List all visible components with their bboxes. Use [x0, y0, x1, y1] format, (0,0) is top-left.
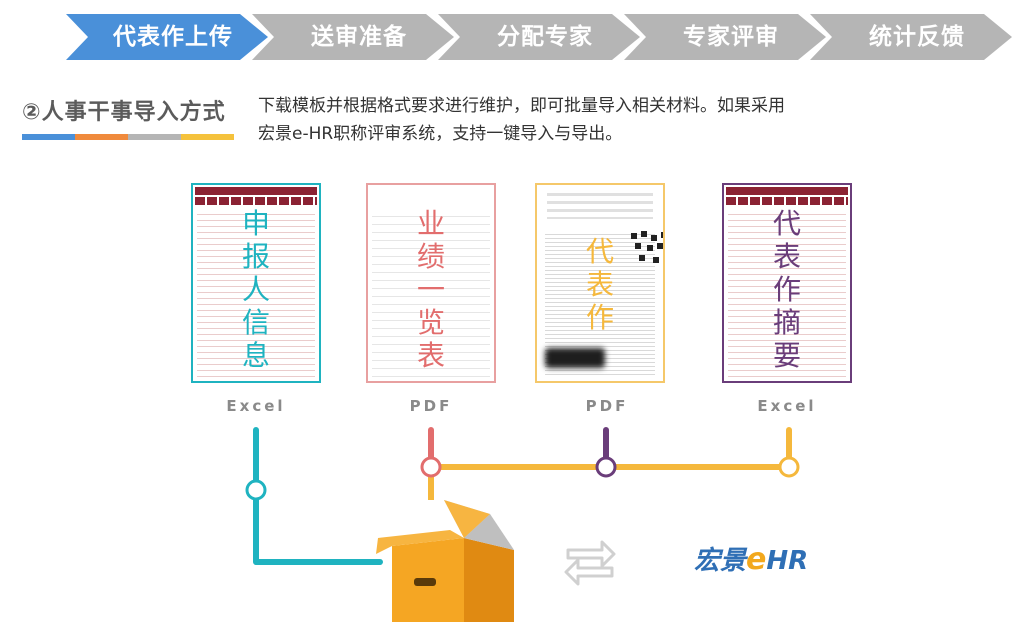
description-line-2: 宏景e-HR职称评审系统，支持一键导入与导出。 [258, 124, 623, 144]
section-description: 下载模板并根据格式要求进行维护，即可批量导入相关材料。如果采用 宏景e-HR职称… [258, 92, 898, 148]
step-1-label[interactable]: 代表作上传 [113, 24, 233, 50]
format-label-pdf-2: PDF [585, 397, 629, 415]
doc-representative-work-title: 代 表 作 [585, 235, 614, 334]
teal-connector [253, 427, 383, 565]
format-label-pdf-1: PDF [409, 397, 453, 415]
open-box-icon[interactable] [372, 494, 522, 622]
step-arrows [66, 14, 1012, 60]
format-label-excel-2: Excel [757, 397, 817, 415]
process-steps: 代表作上传 送审准备 分配专家 专家评审 统计反馈 [0, 0, 1016, 70]
transfer-arrows-icon [564, 540, 616, 586]
doc-performance-list[interactable]: 业 绩 一 览 表 [366, 183, 496, 383]
doc-work-abstract-title: 代 表 作 摘 要 [772, 207, 801, 372]
step-3-shape[interactable] [438, 14, 640, 60]
step-5-label[interactable]: 统计反馈 [869, 24, 965, 50]
doc-representative-work[interactable]: 代 表 作 [535, 183, 665, 383]
step-4-shape[interactable] [624, 14, 826, 60]
redacted-block [545, 348, 605, 368]
logo-e: e [746, 542, 767, 577]
logo-prefix: 宏景 [694, 546, 747, 576]
doc-applicant-info[interactable]: 申 报 人 信 息 [191, 183, 321, 383]
node-teal [245, 479, 267, 501]
step-5-shape[interactable] [810, 14, 1012, 60]
logo-suffix: HR [766, 546, 809, 576]
step-1-shape[interactable] [66, 14, 268, 60]
step-4-label[interactable]: 专家评审 [683, 24, 779, 50]
format-label-excel-1: Excel [226, 397, 286, 415]
section-title: ②人事干事导入方式 [22, 100, 226, 125]
node-coral [420, 456, 442, 478]
doc-applicant-info-title: 申 报 人 信 息 [241, 207, 270, 372]
step-3-label[interactable]: 分配专家 [497, 24, 593, 50]
title-underline [22, 134, 234, 140]
paper-figure-icon [631, 231, 663, 263]
node-purple [595, 456, 617, 478]
node-orange [778, 456, 800, 478]
doc-work-abstract[interactable]: 代 表 作 摘 要 [722, 183, 852, 383]
description-line-1: 下载模板并根据格式要求进行维护，即可批量导入相关材料。如果采用 [258, 96, 785, 116]
step-2-label[interactable]: 送审准备 [311, 24, 407, 50]
doc-performance-list-title: 业 绩 一 览 表 [416, 207, 445, 372]
step-2-shape[interactable] [252, 14, 454, 60]
ehr-logo: 宏景eHR [694, 540, 808, 577]
